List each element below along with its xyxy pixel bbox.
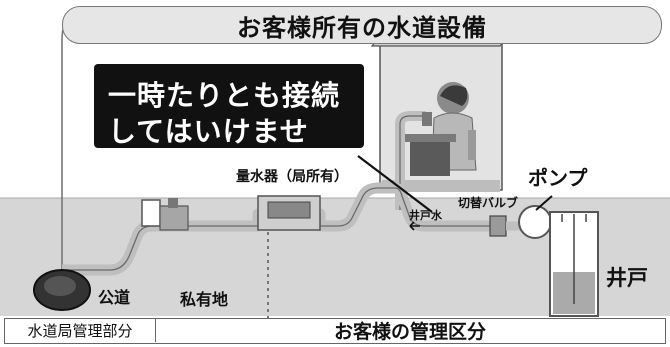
water-meter-icon [257,195,321,231]
well-icon [549,211,599,317]
main-pipe [62,182,492,276]
warning-callout: 一時たりとも接続 してはいけません。 [94,64,364,188]
bottom-bar: 水道局管理部分 お客様の管理区分 [4,318,666,344]
callout-line-1: 一時たりとも接続 [108,79,341,112]
public-road-label: 公道 [98,288,131,307]
pump-label: ポンプ [528,166,588,190]
switch-valve-label: 切替バルブ [458,196,519,210]
water-main-icon [33,269,91,311]
well-label: 井戸 [606,266,648,290]
callout-line-2: してはいけません。 [108,115,309,188]
meter-label: 量水器（局所有） [236,169,348,185]
private-land-label: 私有地 [180,290,229,309]
well-water-label: 井戸水 [409,209,442,222]
header-banner: お客様所有の水道設備 [62,6,662,44]
bottom-left-label: 水道局管理部分 [5,319,156,342]
faucet-icon [395,111,432,210]
switch-valve-icon [489,215,507,237]
bottom-right-label: お客様の管理区分 [333,321,486,343]
flow-arrow-icon [409,221,420,231]
sink-icon [404,134,456,176]
header-title: お客様所有の水道設備 [237,13,487,42]
service-box-icon [141,198,189,231]
